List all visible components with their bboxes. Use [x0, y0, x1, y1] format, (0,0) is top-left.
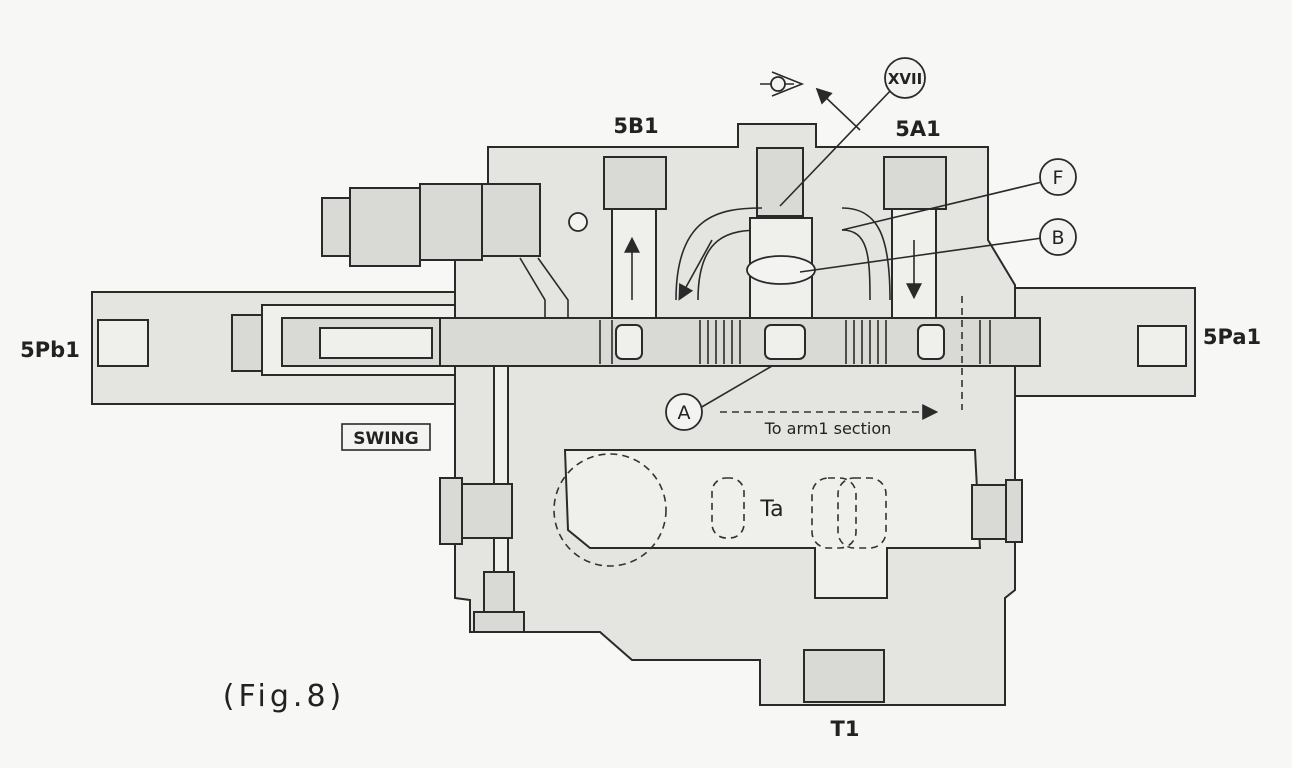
load-check-valve: [675, 147, 891, 331]
flow-arrows: [624, 87, 922, 301]
callout-a-circle: [665, 393, 703, 431]
callout-xvii-label: XVII: [888, 70, 922, 88]
right-plug: [971, 479, 1023, 543]
left-spring-housing: [91, 291, 465, 405]
callout-b-circle: [1039, 218, 1077, 256]
flow-note-label: To arm1 section: [764, 419, 892, 438]
figure-caption: (Fig.8): [223, 679, 345, 714]
left-plug-column: [439, 365, 525, 633]
port-5b1-block: [603, 156, 667, 322]
section-swing-label: SWING: [353, 429, 419, 449]
port-5a1-label: 5A1: [895, 117, 940, 141]
port-5pb1-label: 5Pb1: [20, 338, 80, 362]
callout-xvii-circle: [884, 57, 926, 99]
swing-label-box: [341, 423, 431, 451]
callout-a-label: A: [678, 402, 691, 424]
spool: [439, 317, 1041, 367]
view-direction-icon: [760, 71, 805, 97]
port-t1-label: T1: [831, 717, 860, 741]
port-5pa1-label: 5Pa1: [1203, 325, 1261, 349]
port-5a1-block: [883, 156, 947, 322]
relief-valve: [321, 183, 588, 267]
right-spring-housing: [1014, 287, 1196, 397]
hidden-lines: [553, 296, 963, 567]
chamber-ta-label: Ta: [759, 497, 783, 522]
callout-f-label: F: [1053, 167, 1064, 189]
port-t1-block: [803, 649, 885, 703]
leader-lines: [699, 87, 1043, 409]
port-5b1-label: 5B1: [613, 114, 658, 138]
callout-f-circle: [1039, 158, 1077, 196]
callout-b-label: B: [1051, 227, 1064, 249]
